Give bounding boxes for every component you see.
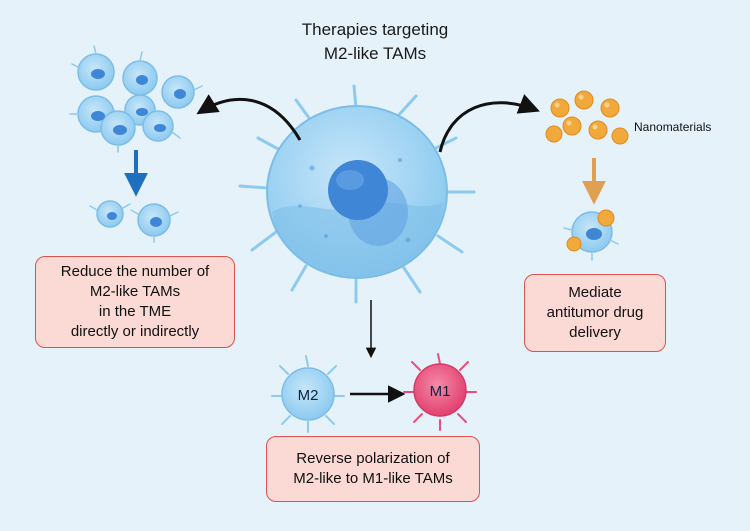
- title-line-2: M2-like TAMs: [323, 44, 427, 63]
- reduce-tams-box: Reduce the number of M2-like TAMs in the…: [35, 256, 235, 348]
- drug-delivery-box: Mediate antitumor drug delivery: [524, 274, 666, 352]
- reduce-box-line-3: in the TME: [98, 303, 172, 320]
- m2-tam-cluster-icon: [69, 45, 203, 153]
- m1-label: M1: [430, 383, 451, 400]
- reduced-tam-cells-icon: [89, 200, 179, 243]
- m1-cell-icon: M1: [403, 353, 477, 431]
- central-macrophage-icon: [238, 84, 476, 304]
- polarization-box-line-1: Reverse polarization of: [296, 450, 450, 467]
- delivery-box-line-2: antitumor drug: [546, 304, 644, 321]
- delivery-box-line-1: Mediate: [568, 284, 622, 301]
- reduce-box-line-4: directly or indirectly: [70, 323, 200, 340]
- m2-label: M2: [298, 387, 319, 404]
- polarization-box-line-2: M2-like to M1-like TAMs: [293, 470, 453, 487]
- nanoparticles-icon: [545, 90, 629, 145]
- delivery-box-line-3: delivery: [569, 324, 621, 341]
- reverse-polarization-box: Reverse polarization of M2-like to M1-li…: [266, 436, 480, 502]
- reduce-box-line-1: Reduce the number of: [60, 263, 210, 280]
- arrow-to-nanomaterials: [438, 94, 540, 153]
- nanomaterials-label: Nanomaterials: [634, 120, 712, 134]
- diagram-title: Therapies targeting M2-like TAMs: [250, 18, 500, 66]
- m2-cell-icon: M2: [271, 355, 345, 433]
- title-line-1: Therapies targeting: [301, 20, 449, 39]
- reduce-box-line-2: M2-like TAMs: [89, 283, 181, 300]
- arrow-to-reduce: [196, 94, 302, 141]
- cell-with-nanoparticles-icon: [563, 209, 619, 261]
